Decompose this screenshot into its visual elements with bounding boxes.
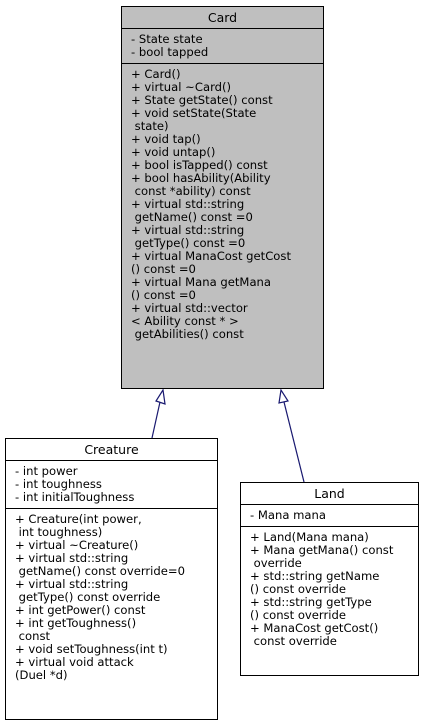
method-line: + Mana getMana() const: [250, 543, 394, 557]
attribute-line: - int initialToughness: [15, 490, 135, 504]
method-line: + Land(Mana mana): [250, 530, 369, 544]
edge-creature-to-card: [151, 388, 166, 439]
attribute-line: - int toughness: [15, 477, 102, 491]
attribute-line: - State state: [131, 32, 203, 46]
inheritance-arrowhead: [278, 388, 289, 404]
method-line: + State getState() const: [131, 93, 273, 107]
method-line: + int getPower() const: [15, 603, 146, 617]
method-line: getAbilities() const: [131, 327, 244, 341]
method-line: getType() const override: [15, 590, 161, 604]
method-line: + void tap(): [131, 132, 201, 146]
method-line: + std::string getName: [250, 569, 380, 583]
method-line: + void untap(): [131, 145, 216, 159]
method-line: getName() const override=0: [15, 564, 185, 578]
class-land[interactable]: Land - Mana mana + Land(Mana mana)+ Mana…: [240, 482, 419, 676]
class-attributes: - Mana mana: [241, 505, 418, 526]
method-line: getName() const =0: [131, 210, 253, 224]
class-title: Land: [241, 483, 418, 505]
inheritance-arrowhead: [155, 388, 166, 405]
method-line: + std::string getType: [250, 595, 372, 609]
method-line: (Duel *d): [15, 668, 68, 682]
edge-land-to-card: [278, 388, 305, 483]
method-line: + virtual ManaCost getCost: [131, 249, 291, 263]
method-line: () const override: [250, 582, 346, 596]
method-line: + bool isTapped() const: [131, 158, 268, 172]
method-line: + virtual ~Card(): [131, 80, 232, 94]
method-line: getType() const =0: [131, 236, 246, 250]
method-line: int toughness): [15, 525, 103, 539]
method-line: + virtual void attack: [15, 655, 134, 669]
method-line: + virtual std::string: [15, 551, 129, 565]
method-line: + virtual Mana getMana: [131, 275, 271, 289]
method-line: () const =0: [131, 262, 196, 276]
method-line: + int getToughness(): [15, 616, 137, 630]
class-methods: + Card()+ virtual ~Card()+ State getStat…: [122, 63, 323, 345]
method-line: const override: [250, 634, 337, 648]
method-line: override: [250, 556, 302, 570]
method-line: < Ability const * >: [131, 314, 239, 328]
method-line: + virtual ~Creature(): [15, 538, 139, 552]
class-card[interactable]: Card - State state- bool tapped + Card()…: [121, 6, 324, 389]
attribute-line: - bool tapped: [131, 45, 209, 59]
class-attributes: - int power- int toughness- int initialT…: [6, 461, 217, 508]
method-line: + virtual std::string: [15, 577, 129, 591]
method-line: state): [131, 119, 169, 133]
class-creature[interactable]: Creature - int power- int toughness- int…: [5, 438, 218, 720]
attribute-line: - Mana mana: [250, 508, 326, 522]
method-line: () const override: [250, 608, 346, 622]
class-methods: + Land(Mana mana)+ Mana getMana() const …: [241, 526, 418, 652]
method-line: + virtual std::vector: [131, 301, 248, 315]
class-methods: + Creature(int power, int toughness)+ vi…: [6, 508, 217, 686]
method-line: () const =0: [131, 288, 196, 302]
method-line: + void setState(State: [131, 106, 257, 120]
method-line: + Card(): [131, 67, 181, 81]
class-title: Card: [122, 7, 323, 29]
class-attributes: - State state- bool tapped: [122, 29, 323, 63]
class-title: Creature: [6, 439, 217, 461]
method-line: + virtual std::string: [131, 197, 245, 211]
attribute-line: - int power: [15, 464, 78, 478]
method-line: const: [15, 629, 51, 643]
method-line: const *ability) const: [131, 184, 251, 198]
method-line: + Creature(int power,: [15, 512, 142, 526]
method-line: + virtual std::string: [131, 223, 245, 237]
method-line: + void setToughness(int t): [15, 642, 168, 656]
method-line: + ManaCost getCost(): [250, 621, 379, 635]
method-line: + bool hasAbility(Ability: [131, 171, 271, 185]
